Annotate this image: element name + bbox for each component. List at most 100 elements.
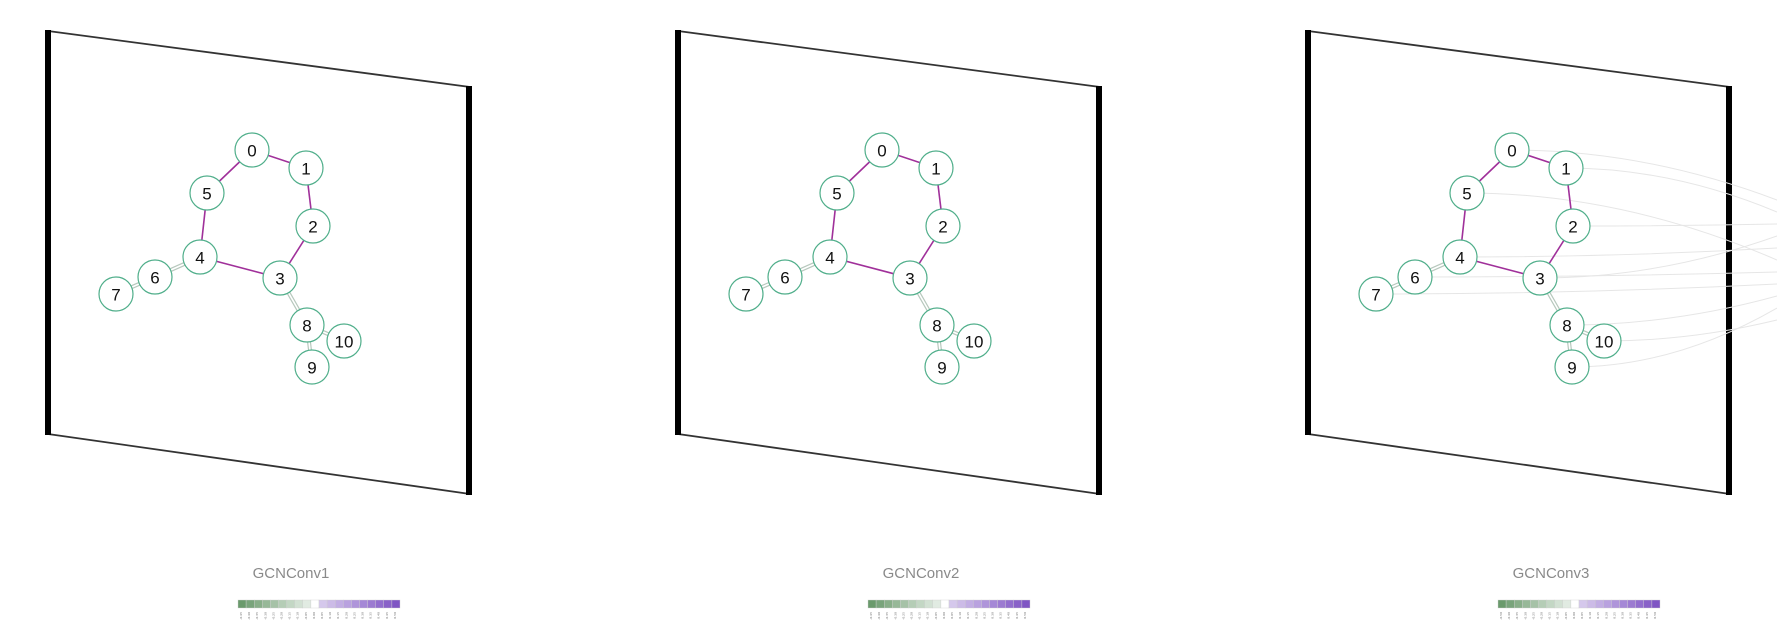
colorbar-tick-label: 0.10 — [1588, 612, 1592, 619]
colorbar-tick-label: 0.20 — [974, 612, 978, 619]
colorbar-tick-label: 0.50 — [1023, 612, 1027, 619]
colorbar-tick-label: -0.50 — [1499, 612, 1503, 620]
colorbar-cell — [310, 599, 320, 609]
graph-node-1[interactable]: 1 — [1548, 150, 1584, 186]
node-label: 1 — [931, 160, 940, 179]
colorbar-cell — [1627, 599, 1636, 609]
colorbar-cell — [1554, 599, 1563, 609]
colorbar-cell — [1586, 599, 1596, 609]
node-label: 5 — [1462, 185, 1471, 204]
node-label: 5 — [202, 185, 211, 204]
graph-node-4[interactable]: 4 — [812, 239, 848, 275]
graph-node-6[interactable]: 6 — [137, 259, 173, 295]
graph-node-3[interactable]: 3 — [262, 260, 298, 296]
colorbar-cell — [1635, 599, 1644, 609]
colorbar-cell — [270, 599, 279, 609]
node-label: 7 — [1371, 286, 1380, 305]
connection-line-node-3 — [1539, 235, 1777, 279]
node-label: 0 — [1507, 142, 1516, 161]
colorbar-cell — [997, 599, 1006, 609]
node-label: 3 — [1535, 270, 1544, 289]
colorbar-tick-label: -0.35 — [1515, 612, 1519, 620]
colorbar-cell — [956, 599, 966, 609]
connection-line-node-0 — [1511, 149, 1777, 201]
graph-node-6[interactable]: 6 — [767, 259, 803, 295]
plane-right-edge — [1096, 86, 1102, 495]
graph-node-6[interactable]: 6 — [1397, 259, 1433, 295]
colorbar-cell — [965, 599, 974, 609]
layer-title-gcnconv1: GCNConv1 — [253, 565, 330, 582]
graph-node-8[interactable]: 8 — [919, 307, 955, 343]
colorbar-cell — [343, 599, 352, 609]
node-label: 9 — [1567, 359, 1576, 378]
graph-node-7[interactable]: 7 — [728, 276, 764, 312]
colorbar-tick-label: -0.35 — [885, 612, 889, 620]
colorbar-tick-label: 0.00 — [1572, 612, 1576, 619]
colorbar-cell — [375, 599, 385, 609]
graph-node-0[interactable]: 0 — [864, 132, 900, 168]
colorbar-tick-label: 0.35 — [1629, 612, 1633, 619]
graph-node-1[interactable]: 1 — [918, 150, 954, 186]
connection-line-node-5 — [1466, 192, 1777, 261]
colorbar-cell — [900, 599, 909, 609]
graph-node-0[interactable]: 0 — [234, 132, 270, 168]
colorbar-tick-label: 0.45 — [1645, 612, 1649, 619]
graph-node-0[interactable]: 0 — [1494, 132, 1530, 168]
colorbar-tick-label: 0.10 — [328, 612, 332, 619]
graph-node-3[interactable]: 3 — [892, 260, 928, 296]
graph-node-4[interactable]: 4 — [1442, 239, 1478, 275]
plane-top-edge — [1307, 30, 1731, 88]
graph-node-5[interactable]: 5 — [1449, 175, 1485, 211]
graph-node-10[interactable]: 10 — [326, 323, 362, 359]
colorbar-cell — [237, 599, 247, 609]
connection-line-node-8 — [1566, 295, 1777, 326]
graph-node-9[interactable]: 9 — [294, 349, 330, 385]
graph-node-1[interactable]: 1 — [288, 150, 324, 186]
colorbar-tick-label: 0.15 — [966, 612, 970, 619]
graph-node-9[interactable]: 9 — [1554, 349, 1590, 385]
layer-title-gcnconv2: GCNConv2 — [883, 565, 960, 582]
colorbar-tick-label: 0.00 — [312, 612, 316, 619]
colorbar-cell — [359, 599, 368, 609]
colorbar-tick-label: -0.20 — [280, 612, 284, 620]
graph-node-5[interactable]: 5 — [819, 175, 855, 211]
graph-node-3[interactable]: 3 — [1522, 260, 1558, 296]
layer-panel-gcnconv3: 0 1 2 3 4 5 6 7 8 9 10 — [1305, 30, 1777, 495]
colorbar-cell — [948, 599, 958, 609]
colorbar-cell — [940, 599, 950, 609]
graph-node-2[interactable]: 2 — [295, 208, 331, 244]
connection-line-node-7 — [1375, 283, 1777, 295]
colorbar-cell — [908, 599, 917, 609]
graph-node-10[interactable]: 10 — [1586, 323, 1622, 359]
node-label: 2 — [938, 218, 947, 237]
graph-node-4[interactable]: 4 — [182, 239, 218, 275]
colorbar-cell — [1538, 599, 1547, 609]
graph-node-5[interactable]: 5 — [189, 175, 225, 211]
graph-node-7[interactable]: 7 — [98, 276, 134, 312]
colorbar-cell — [989, 599, 998, 609]
node-label: 4 — [825, 249, 834, 268]
plane-left-edge — [1305, 30, 1311, 435]
node-label: 8 — [932, 317, 941, 336]
graph-node-7[interactable]: 7 — [1358, 276, 1394, 312]
colorbar-cell — [1005, 599, 1015, 609]
colorbar-tick-label: 0.25 — [352, 612, 356, 619]
graph-node-8[interactable]: 8 — [1549, 307, 1585, 343]
colorbar-tick-label: 0.35 — [369, 612, 373, 619]
graph-node-10[interactable]: 10 — [956, 323, 992, 359]
graph-node-2[interactable]: 2 — [1555, 208, 1591, 244]
colorbar-tick-label: 0.40 — [1007, 612, 1011, 619]
layer-panel-gcnconv1: 01 2 3 4 5 67 8 9 10 — [45, 30, 472, 495]
graph-node-2[interactable]: 2 — [925, 208, 961, 244]
colorbar-cell — [1651, 599, 1661, 609]
colorbar-tick-label: 0.30 — [361, 612, 365, 619]
node-label: 9 — [307, 359, 316, 378]
plane-bottom-edge — [1307, 433, 1731, 495]
colorbar-tick-label: -0.40 — [247, 612, 251, 620]
graph-node-9[interactable]: 9 — [924, 349, 960, 385]
colorbar-tick-label: -0.30 — [263, 612, 267, 620]
node-label: 6 — [1410, 269, 1419, 288]
colorbar-cell — [367, 599, 376, 609]
colorbar-tick-label: -0.30 — [893, 612, 897, 620]
graph-node-8[interactable]: 8 — [289, 307, 325, 343]
